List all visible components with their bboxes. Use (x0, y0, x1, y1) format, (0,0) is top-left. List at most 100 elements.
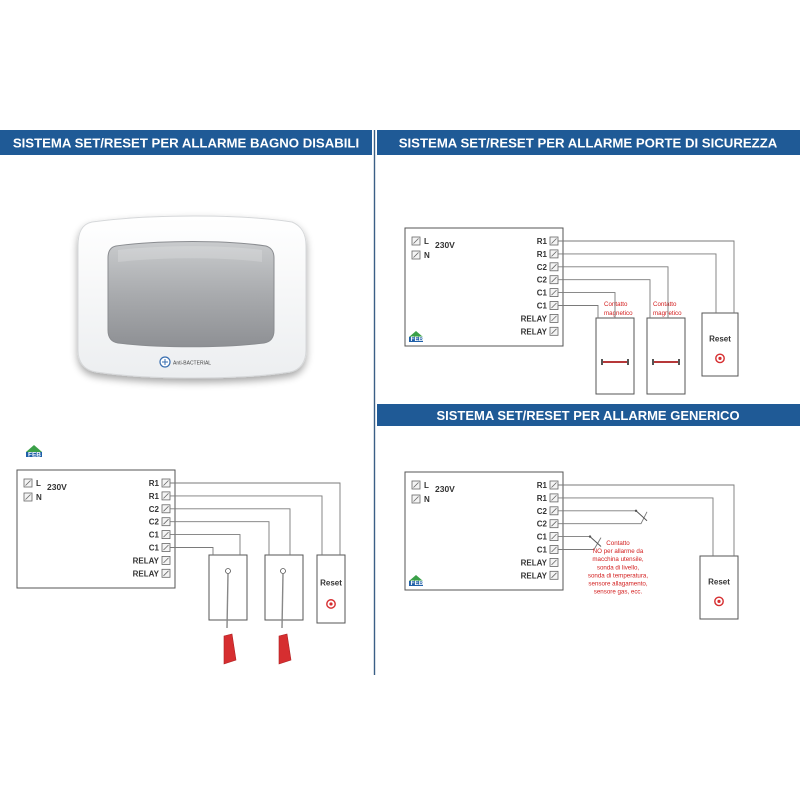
left-terminal-r1-0-screw (163, 480, 169, 486)
antibacterial-badge: Anti-BACTERIAL (159, 356, 211, 368)
header-right-bottom-title: SISTEMA SET/RESET PER ALLARME GENERICO (436, 408, 739, 423)
bottom-reset-button-dot (717, 599, 721, 603)
header-right-top-title: SISTEMA SET/RESET PER ALLARME PORTE DI S… (399, 136, 778, 151)
wire-r1-b (170, 495, 323, 555)
switch-c2-pivot (634, 509, 638, 512)
generic-note-line-7: sensore gas, ecc. (594, 589, 643, 596)
left-terminal-label: C2 (149, 505, 160, 514)
left-terminal-label: RELAY (133, 569, 160, 578)
top-terminal-c2-3-screw (551, 276, 557, 283)
bottom-terminal-label: RELAY (521, 558, 548, 567)
antibacterial-text: Anti-BACTERIAL (173, 361, 211, 367)
top-voltage-label: 230V (435, 240, 455, 250)
bottom-terminal-label: C2 (537, 520, 548, 529)
wire-r1-a (558, 240, 735, 313)
bottom-terminal-r1-0-screw (551, 482, 557, 488)
header-left: SISTEMA SET/RESET PER ALLARME BAGNO DISA… (0, 130, 372, 155)
left-terminal-label: N (36, 493, 42, 502)
switch-c1-lever (589, 536, 602, 547)
top-terminal-r1-1-screw (551, 251, 557, 257)
top-terminal-c1-5-screw (551, 302, 557, 309)
bottom-feb-logo-base (409, 581, 423, 586)
generic-note-line-2: NO per allarme da (593, 548, 644, 555)
wire-c1-b (170, 547, 214, 555)
left-terminal-relay-6-screw (163, 557, 169, 564)
bottom-module-box (404, 471, 564, 591)
magnetic-contact-label-line1-2: Contatto (653, 301, 677, 308)
pull-cord-anchor-icon-2 (280, 568, 286, 574)
top-reset-button-dot (718, 356, 722, 360)
pull-cord-box-2 (264, 554, 304, 621)
top-terminal-label: L (424, 237, 429, 246)
left-terminal-label: L (36, 479, 41, 488)
bottom-terminal-label: C2 (537, 507, 548, 516)
switch-c1-pivot (588, 535, 592, 538)
bottom-terminal-l-screw (413, 482, 419, 488)
generic-note-line-6: sensore allagamento, (588, 581, 647, 588)
top-terminal-n-screw (413, 252, 419, 258)
pull-cord-string-1 (226, 573, 229, 629)
top-terminal-label: R1 (537, 250, 548, 259)
generic-note-line-3: macchina utensile, (592, 556, 644, 563)
left-reset-box (316, 554, 346, 624)
left-reset-button-dot (329, 602, 333, 606)
bottom-voltage-label: 230V (435, 484, 455, 494)
top-terminal-label: C2 (537, 263, 548, 272)
magnetic-contact-endcap-r-1 (627, 359, 629, 365)
wire-c1-b (558, 537, 602, 550)
bottom-terminal-label: R1 (537, 494, 548, 503)
left-terminal-c1-5-screw (163, 544, 169, 551)
magnetic-contact-label-line1-1: Contatto (604, 301, 628, 308)
top-terminal-label: C2 (537, 276, 548, 285)
wire-c2-b (558, 279, 651, 318)
top-terminal-c1-4-screw (551, 289, 557, 296)
pull-cord-anchor-icon-1 (225, 568, 231, 574)
wire-c2-b (170, 521, 270, 555)
left-terminal-l-screw (25, 480, 31, 486)
left-terminal-relay-7-screw (163, 570, 169, 577)
bottom-feb-logo-text: FEB (411, 580, 424, 587)
wire-r1-a (170, 482, 341, 555)
bottom-terminal-c1-5-screw (551, 546, 557, 553)
wire-c2-b (558, 511, 648, 525)
feb-logo-text: FEB (28, 452, 41, 459)
top-terminal-r1-0-screw (551, 238, 557, 244)
left-terminal-c2-3-screw (163, 518, 169, 525)
left-reset-label: Reset (320, 579, 342, 588)
top-terminal-label: C1 (537, 302, 548, 311)
top-terminal-relay-7-screw (551, 328, 557, 335)
left-terminal-label: C1 (149, 531, 160, 540)
bottom-terminal-r1-1-screw (551, 495, 557, 501)
device-lens (107, 241, 275, 348)
bottom-reset-label: Reset (708, 577, 730, 586)
top-reset-label: Reset (709, 334, 731, 343)
bottom-terminal-c1-4-screw (551, 533, 557, 540)
feb-logo-left: FEB (26, 445, 42, 459)
generic-note-line-4: sonda di livello, (597, 564, 640, 571)
generic-note-line-1: Contatto (606, 540, 630, 547)
left-terminal-r1-1-screw (163, 493, 169, 499)
top-feb-logo-text: FEB (411, 336, 424, 343)
wire-c1-a (170, 534, 241, 555)
switch-c2-lever (635, 510, 648, 522)
bottom-terminal-relay-7-screw (551, 572, 557, 579)
header-right-top: SISTEMA SET/RESET PER ALLARME PORTE DI S… (377, 130, 800, 155)
left-module-box (16, 469, 176, 589)
bottom-reset-box (699, 555, 739, 620)
top-terminal-l-screw (413, 238, 419, 244)
top-module-box (404, 227, 564, 347)
bottom-terminal-relay-6-screw (551, 559, 557, 566)
wire-c2-a (170, 508, 291, 555)
top-reset-box (701, 312, 739, 377)
left-terminal-label: C2 (149, 518, 160, 527)
bottom-terminal-label: C1 (537, 533, 548, 542)
bottom-terminal-label: L (424, 481, 429, 490)
magnetic-contact-label-line2-1: magnetico (604, 310, 633, 317)
top-terminal-c2-2-screw (551, 264, 557, 270)
pull-cord-handle-icon-1 (223, 633, 237, 665)
top-feb-logo-roof (409, 331, 423, 337)
